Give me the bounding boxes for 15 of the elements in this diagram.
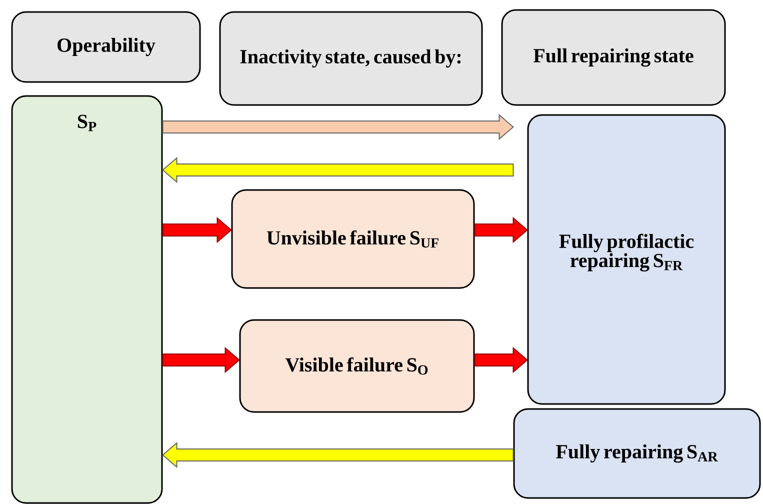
block-arrow	[474, 216, 528, 244]
block-arrow	[162, 156, 514, 184]
state-box: Visible failure S$_{O}$	[239, 319, 475, 413]
header-box: Operability	[11, 11, 201, 83]
header-box: Full repairing state	[501, 9, 726, 106]
state-box: Unvisible failure S$_{UF}$	[231, 189, 475, 289]
header-box: Inactivity state, caused by:	[219, 11, 483, 106]
state-box: S$_{P}$	[11, 95, 163, 504]
block-arrow	[474, 346, 528, 374]
block-arrow	[162, 346, 240, 374]
block-arrow	[162, 216, 232, 244]
block-arrow	[162, 442, 514, 468]
state-box: Fully profilactic repairing S$_{FR}$	[527, 114, 726, 405]
block-arrow	[162, 114, 514, 140]
state-box: Fully repairing S$_{AR}$	[513, 408, 761, 499]
